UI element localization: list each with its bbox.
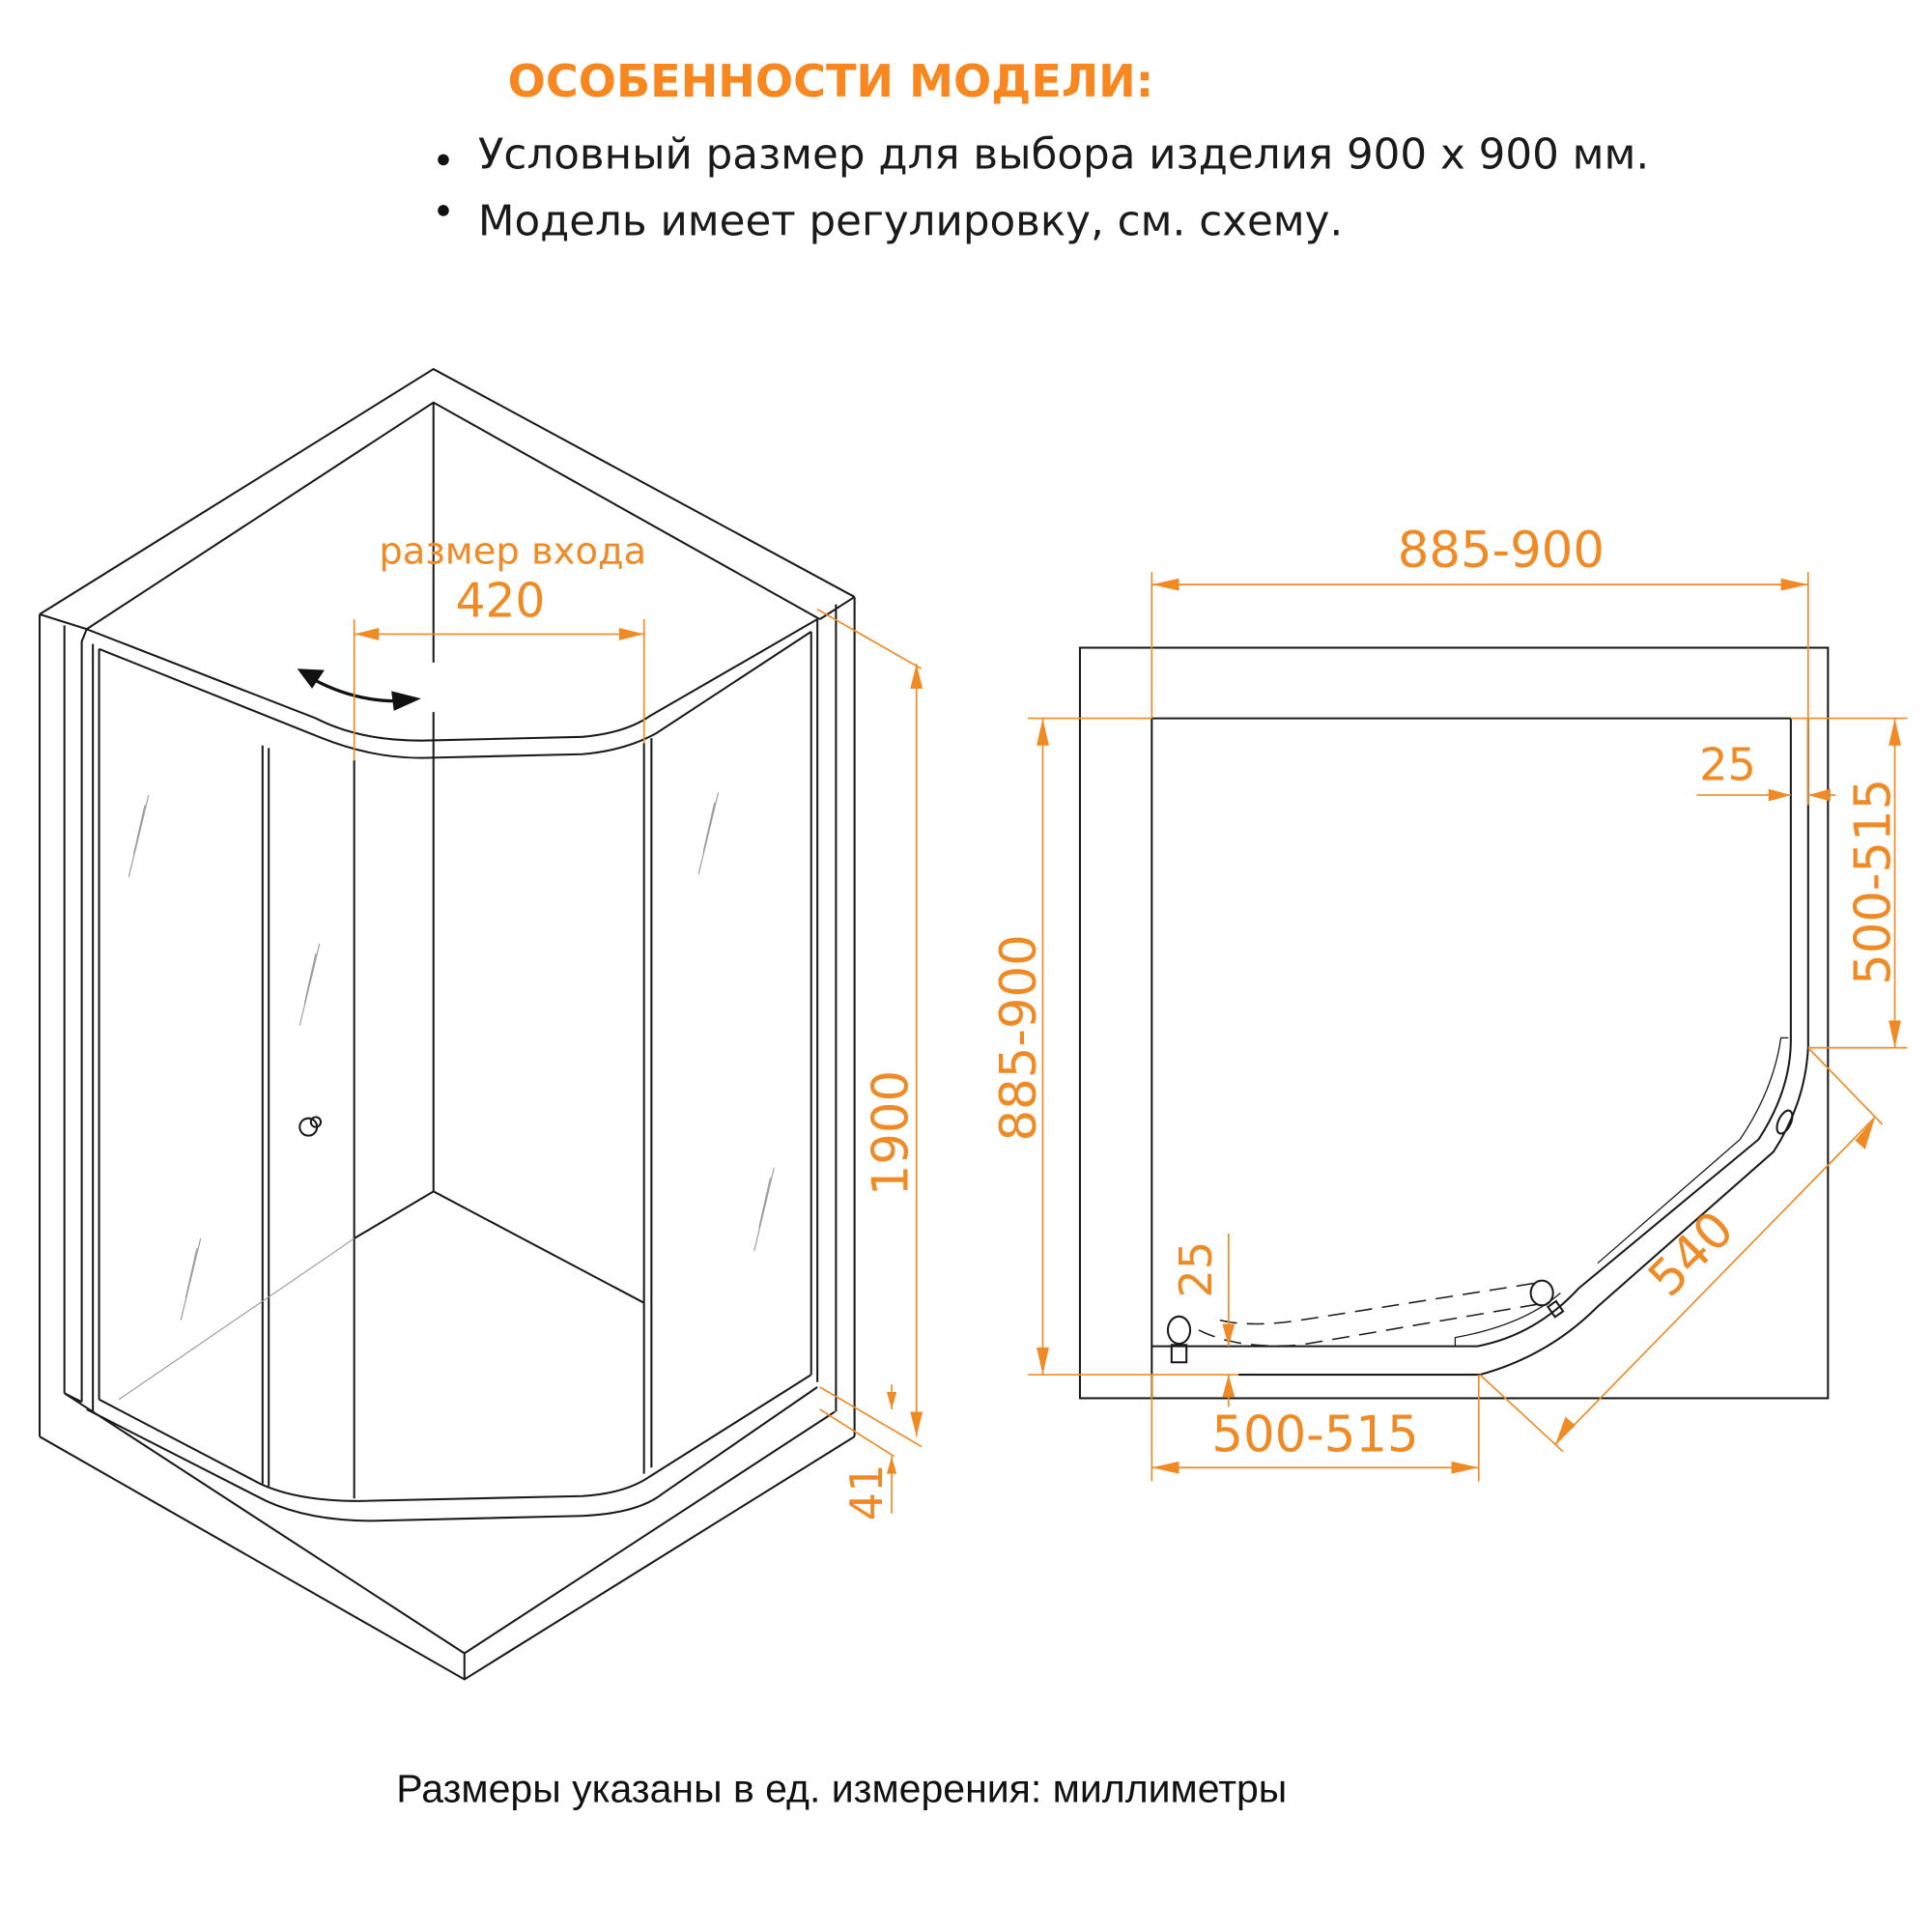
handle-icon — [1776, 1109, 1794, 1135]
bullet-icon — [438, 154, 449, 166]
plan-top-gap-value: 25 — [1699, 739, 1756, 791]
plan-bottom-gap-dimension: 25 — [1170, 1233, 1236, 1407]
iso-shower-drawing — [39, 367, 856, 1681]
plan-width-dimension: 885-900 — [1151, 522, 1809, 806]
plan-top-gap-dimension: 25 — [1696, 739, 1836, 802]
plan-depth-dimension: 885-900 — [990, 717, 1239, 1376]
hinge-icon — [1529, 1279, 1565, 1319]
height-dimension: 1900 — [816, 609, 923, 1448]
plan-shower-drawing — [1078, 646, 1830, 1400]
plan-width-value: 885-900 — [1398, 522, 1605, 580]
entrance-width-value: 420 — [455, 574, 545, 628]
door-handle-icon — [298, 1116, 323, 1137]
height-value: 1900 — [863, 1070, 921, 1196]
rotate-arrow-icon — [297, 668, 421, 711]
plan-diagonal-dimension: 540 — [1479, 1047, 1884, 1453]
features-title: ОСОБЕННОСТИ МОДЕЛИ: — [508, 55, 1154, 107]
plan-diagonal-value: 540 — [1637, 1200, 1746, 1308]
feature-bullet-2: Модель имеет регулировку, см. схему. — [478, 198, 1343, 246]
units-note: Размеры указаны в ед. измерения: миллиме… — [396, 1766, 1287, 1810]
plan-depth-value: 885-900 — [990, 934, 1048, 1141]
plan-bottom-gap-value: 25 — [1170, 1241, 1222, 1298]
plan-bottom-side-value: 500-515 — [1211, 1406, 1418, 1464]
bullet-icon — [438, 205, 449, 216]
plan-bottom-side-dimension: 500-515 — [1151, 1375, 1480, 1482]
entrance-label: размер входа — [379, 529, 646, 573]
feature-bullet-1: Условный размер для выбора изделия 900 х… — [478, 130, 1649, 179]
plan-right-side-dimension: 500-515 — [1790, 717, 1908, 1049]
entrance-dimension: размер входа 420 — [353, 529, 646, 761]
plan-right-side-value: 500-515 — [1844, 779, 1902, 985]
hinge-icon — [1166, 1315, 1192, 1364]
tray-height-dimension: 41 — [819, 1384, 897, 1521]
tray-height-value: 41 — [840, 1464, 893, 1521]
